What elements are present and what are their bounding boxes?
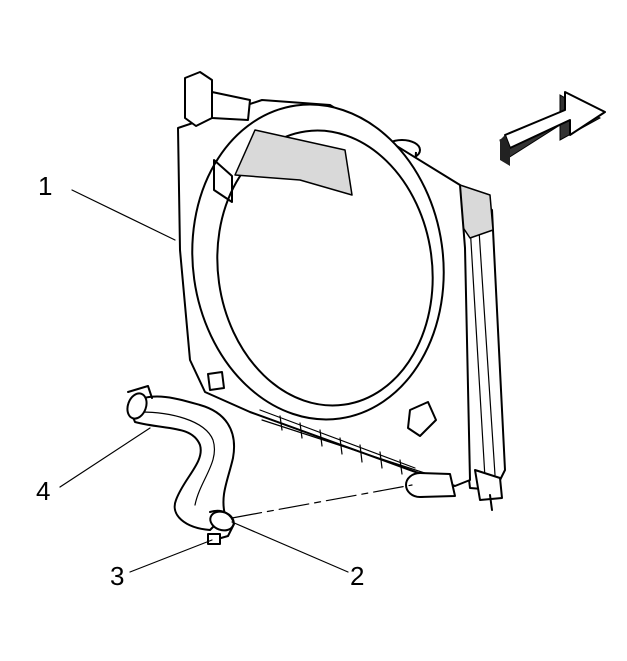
- callout-3: 3: [110, 561, 124, 591]
- callout-2: 2: [350, 561, 364, 591]
- callout-4: 4: [36, 476, 50, 506]
- direction-arrow-icon: [499, 91, 606, 166]
- fan-shroud: [177, 71, 471, 487]
- callout-1: 1: [38, 171, 52, 201]
- hose-clamp: [127, 385, 235, 545]
- radiator-outlet: [405, 472, 456, 498]
- leader-lines: [59, 189, 413, 573]
- radiator-hose: [126, 392, 236, 532]
